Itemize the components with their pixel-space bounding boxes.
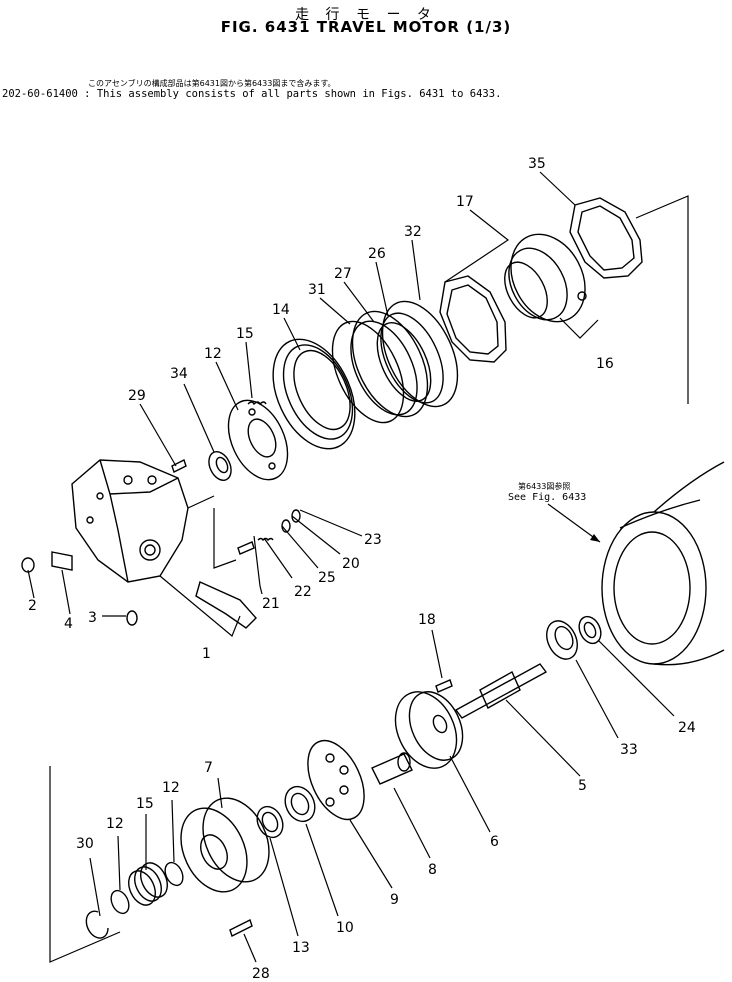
part-13-ring: [256, 805, 284, 839]
part-label-17: 16: [596, 356, 614, 372]
part-label-6: 6: [490, 834, 499, 850]
reference-note: See Fig. 6433: [508, 492, 587, 503]
part-label-26: 26: [368, 246, 386, 262]
part-label-27: 27: [334, 266, 352, 282]
part-18-gasket: [439, 275, 507, 363]
part-4-nameplate: [51, 551, 73, 571]
part-33-bearing: [546, 620, 578, 660]
part-label-15: 15: [236, 326, 254, 342]
part-label-18: 17: [456, 194, 474, 210]
part-label-3: 3: [88, 610, 97, 626]
part-label-34: 34: [170, 366, 188, 382]
part-11-plate: [227, 399, 289, 481]
part-24-ring: [578, 615, 602, 645]
assembly-note-japanese: このアセンブリの構成部品は第6431図から第6433図まで含みます。: [88, 79, 336, 88]
part-label-14: 14: [272, 302, 290, 318]
part-label-20: 20: [342, 556, 360, 572]
part-label-22: 22: [294, 584, 312, 600]
figure-title-japanese: 走 行 モ ー タ: [295, 7, 437, 23]
part-32-ring: [376, 300, 459, 408]
part-9-valve-plate: [307, 739, 365, 821]
part-label-7: 7: [204, 760, 213, 776]
part-label-19: 18: [418, 612, 436, 628]
part-label-16: 15: [136, 796, 154, 812]
reference-drum: [601, 461, 725, 666]
part-label-4: 4: [64, 616, 73, 632]
part-12-washer: [110, 861, 184, 915]
part-7-cylinder-block: [180, 797, 270, 893]
part-16-spring: [128, 862, 168, 906]
part-31-ring: [331, 320, 405, 424]
part-label-23: 23: [364, 532, 382, 548]
part-8-spline: [371, 752, 413, 785]
part-number-labels: 35 17 16 32 26 27 31 14 15 12 34 29 23 2…: [28, 156, 696, 982]
part-3-plug: [126, 610, 138, 626]
part-15-spring: [247, 401, 267, 406]
part-label-29: 29: [128, 388, 146, 404]
part-30-snap-ring: [85, 910, 109, 939]
part-label-9: 9: [390, 892, 399, 908]
part-label-28: 28: [252, 966, 270, 982]
part-10-bearing: [284, 785, 316, 823]
part-6-flange: [394, 691, 464, 769]
part-label-30: 30: [76, 836, 94, 852]
part-label-24: 24: [678, 720, 696, 736]
assembly-guide-lines: [49, 195, 689, 963]
part-29-pin: [171, 459, 187, 473]
part-21-25-valve-parts: [237, 509, 301, 555]
part-label-25: 25: [318, 570, 336, 586]
part-28-pin: [229, 919, 253, 937]
part-label-8: 8: [428, 862, 437, 878]
part-34-bearing: [208, 451, 232, 481]
part-5-shaft: [454, 663, 548, 719]
leader-lines: [27, 171, 675, 963]
part-label-2: 2: [28, 598, 37, 614]
part-26-27-seal-rings: [350, 310, 429, 418]
part-label-10: 10: [336, 920, 354, 936]
part-2-plug: [21, 557, 35, 573]
part-label-5: 5: [578, 778, 587, 794]
part-label-35: 35: [528, 156, 546, 172]
figure-title: FIG. 6431 TRAVEL MOTOR (1/3): [220, 18, 512, 36]
reference-note-japanese: 第6433図参照: [518, 482, 571, 491]
part-label-21: 21: [262, 596, 280, 612]
part-1-housing: [71, 459, 257, 629]
part-label-1: 1: [202, 646, 211, 662]
part-19-key: [435, 679, 453, 693]
part-17-hub: [504, 233, 587, 323]
part-14-seal: [272, 338, 356, 450]
part-label-12-upper: 12: [162, 780, 180, 796]
part-label-33: 33: [620, 742, 638, 758]
part-label-32: 32: [404, 224, 422, 240]
part-35-plate: [569, 197, 643, 279]
part-label-12-lower: 12: [106, 816, 124, 832]
part-label-31: 31: [308, 282, 326, 298]
part-label-13: 13: [292, 940, 310, 956]
assembly-note: 202-60-61400 : This assembly consists of…: [2, 88, 502, 100]
part-label-11: 12: [204, 346, 222, 362]
